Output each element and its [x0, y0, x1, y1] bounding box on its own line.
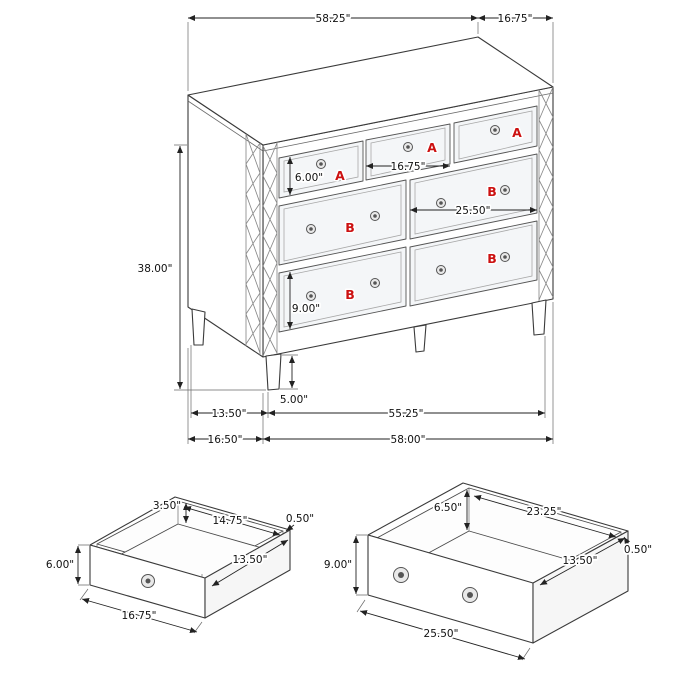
- dresser-leg-front-right: [531, 299, 547, 336]
- dresser-drawing: [187, 36, 554, 391]
- dim-line-b-wall-thickness: [623, 536, 632, 550]
- dresser-leg-back-left: [191, 308, 206, 346]
- dim-drawer-b-width: 25.50": [456, 205, 491, 217]
- dresser-dimensions: 58.25" 16.75" 38.00" 16.75" 25.50" 6.00"…: [136, 11, 554, 448]
- drawer-a-knob-center: [145, 578, 151, 584]
- drawer-knob-center: [503, 188, 507, 192]
- drawer-knob-center: [503, 255, 507, 259]
- drawer-knob-center: [309, 294, 313, 298]
- extension-lines: [174, 22, 554, 444]
- drawer-knob-center: [439, 201, 443, 205]
- dim-line-a-interior-width: [183, 506, 281, 536]
- dim-a-front-height: 6.00": [46, 559, 74, 571]
- dim-line-b-depth: [539, 537, 626, 586]
- drawer-b-front-2: [409, 153, 538, 240]
- dim-leg-height: 5.00": [280, 394, 308, 406]
- label-drawer-a-1: A: [335, 168, 345, 183]
- drawer-b-extension-lines: [356, 534, 531, 661]
- drawer-b-front-4: [409, 220, 538, 307]
- drawer-b-front-3: [278, 246, 407, 333]
- label-drawer-a-2: A: [427, 140, 437, 155]
- dresser-leg-center: [413, 324, 427, 353]
- dim-a-wall-thickness: 0.50": [286, 513, 314, 525]
- dim-a-depth: 13.50": [233, 554, 268, 566]
- dim-dresser-height: 38.00": [138, 263, 173, 275]
- drawer-b-detail: 9.00" 6.50" 23.25" 0.50" 13.50" 25.50": [322, 482, 654, 661]
- drawer-knob-center: [373, 214, 377, 218]
- label-drawer-b-2: B: [487, 184, 497, 199]
- label-drawer-b-3: B: [345, 287, 355, 302]
- drawer-b-knob-2-center: [467, 592, 473, 598]
- dim-line-b-width: [359, 610, 526, 660]
- drawer-a-front-1: [278, 140, 364, 199]
- dim-drawer-a-height: 6.00": [295, 172, 323, 184]
- dim-b-interior-width: 23.25": [527, 506, 562, 518]
- dim-a-width: 16.75": [122, 610, 157, 622]
- x-trim-right-stile: [538, 86, 554, 302]
- drawer-knob-center: [493, 128, 497, 132]
- dim-drawer-b-height: 9.00": [292, 303, 320, 315]
- dim-line-a-width: [81, 598, 198, 633]
- drawer-knob-center: [406, 145, 410, 149]
- dresser-knobs: [306, 125, 510, 301]
- dim-a-interior-width: 14.75": [213, 515, 248, 527]
- dim-a-interior-height: 3.50": [153, 500, 181, 512]
- top-edge-lip: [187, 92, 554, 152]
- drawer-a-dimensions: 6.00" 3.50" 14.75" 0.50" 13.50" 16.75": [44, 498, 316, 634]
- drawer-knob-center: [439, 268, 443, 272]
- drawer-a-detail: 6.00" 3.50" 14.75" 0.50" 13.50" 16.75": [44, 496, 316, 634]
- dim-b-front-height: 9.00": [324, 559, 352, 571]
- dim-base-width: 58.00": [391, 434, 426, 446]
- drawer-knob-center: [309, 227, 313, 231]
- x-trim-left-stile: [262, 142, 278, 357]
- dim-line-a-wall-thickness: [285, 524, 295, 532]
- dim-b-depth: 13.50": [563, 555, 598, 567]
- label-drawer-b-4: B: [487, 251, 497, 266]
- dim-dresser-width: 58.25": [316, 13, 351, 25]
- drawer-a-extension-lines: [78, 544, 203, 634]
- label-drawer-a-3: A: [512, 125, 522, 140]
- drawer-knob-center: [319, 162, 323, 166]
- x-trim-side-band: [245, 133, 261, 355]
- dim-b-wall-thickness: 0.50": [624, 544, 652, 556]
- dim-b-width: 25.50": [424, 628, 459, 640]
- drawer-b-front-1: [278, 179, 407, 266]
- drawer-b-dimensions: 9.00" 6.50" 23.25" 0.50" 13.50" 25.50": [322, 490, 654, 661]
- dim-b-interior-height: 6.50": [434, 502, 462, 514]
- drawer-b-knob-1-center: [398, 572, 404, 578]
- dresser-leg-front-left: [265, 353, 282, 391]
- dim-base-depth: 16.50": [208, 434, 243, 446]
- dim-leg-depth-span: 13.50": [212, 408, 247, 420]
- dim-dresser-depth: 16.75": [498, 13, 533, 25]
- drawer-knob-center: [373, 281, 377, 285]
- dim-drawer-a-width: 16.75": [391, 161, 426, 173]
- dim-leg-width-span: 55.25": [389, 408, 424, 420]
- dim-line-b-interior-width: [473, 495, 617, 538]
- label-drawer-b-1: B: [345, 220, 355, 235]
- dim-line-a-depth: [211, 539, 289, 587]
